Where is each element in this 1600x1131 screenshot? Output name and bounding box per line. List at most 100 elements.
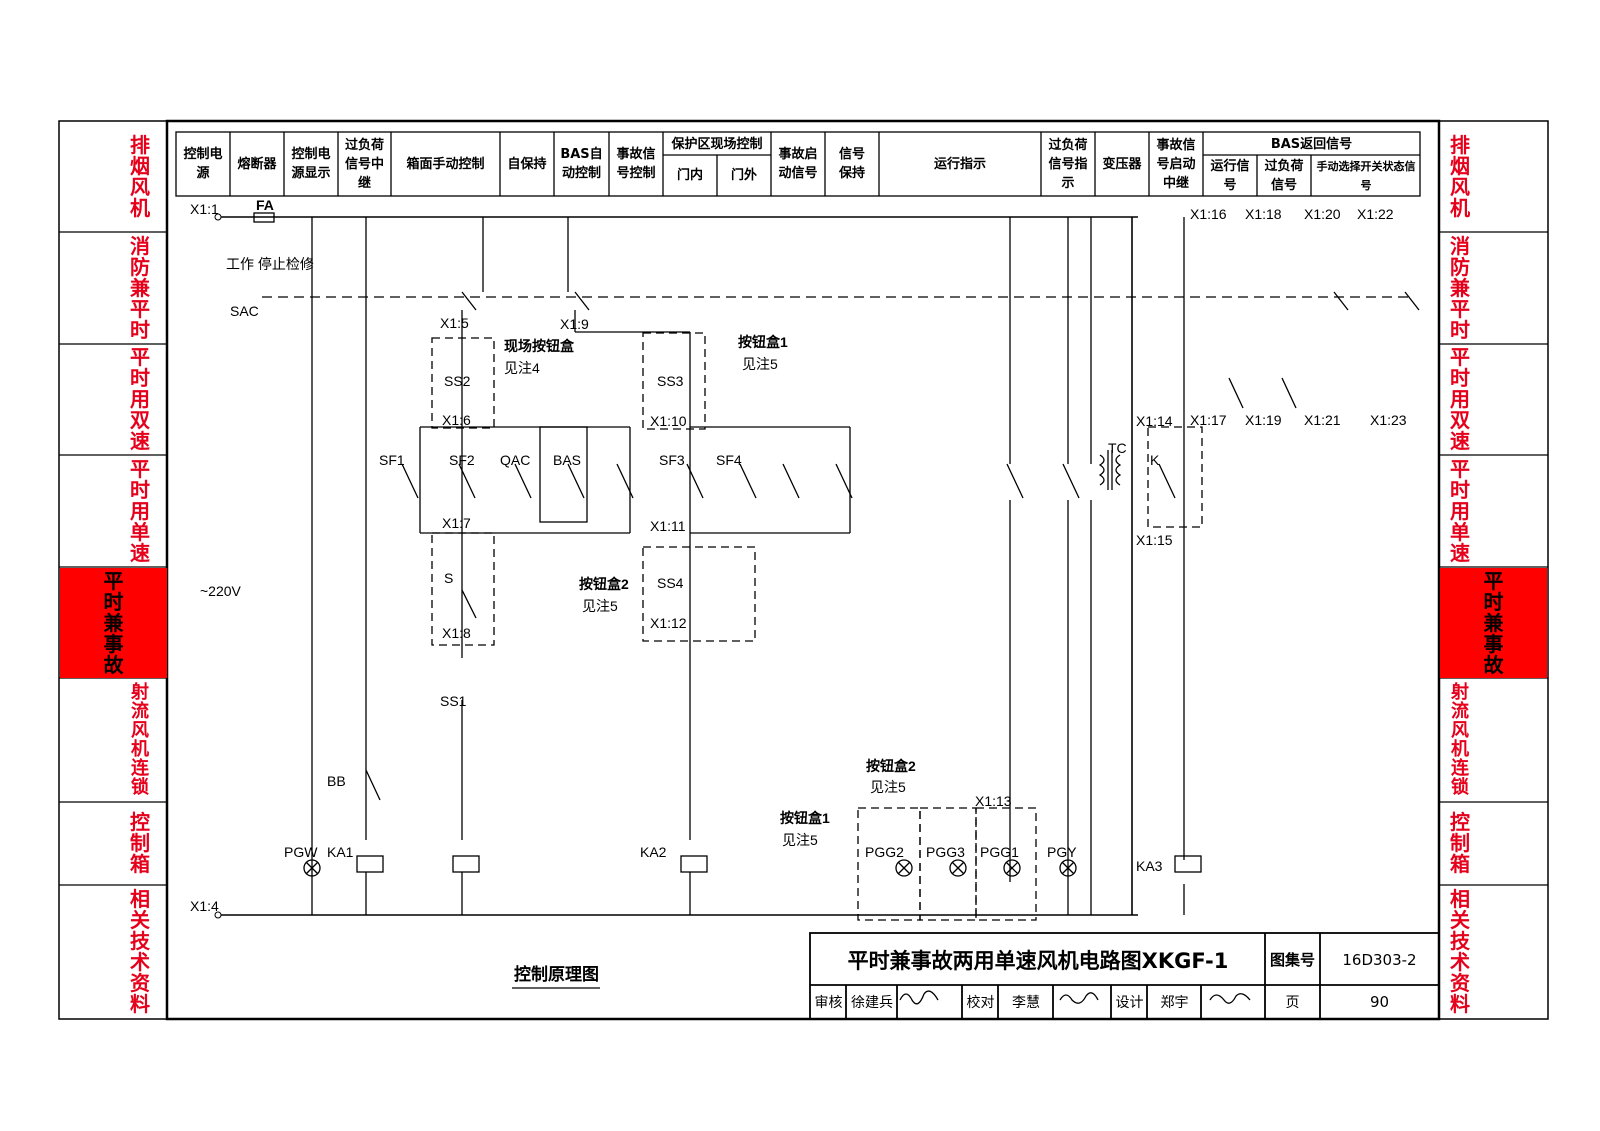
button-box-outlines [431,332,1203,921]
terminal-x1-22: X1:22 [1357,206,1394,222]
terminal-x1-1: X1:1 [190,201,219,217]
tab-label: 平时用双速 [130,345,150,453]
note-box1-bottom: 按钮盒1 [780,810,830,826]
header-text: 门内 [676,168,703,183]
header-text: 运行指示 [933,156,986,172]
contact-symbols [365,291,1420,801]
header-text: 信号保持 [838,147,865,181]
tab-label: 排烟风机 [1450,133,1470,220]
contact-bus [419,331,851,534]
designer-name: 郑宇 [1160,995,1189,1011]
header-col-bas: BAS自动控制 [555,133,608,195]
tab-label: 平时用双速 [1450,345,1470,453]
header-col-run-signal: 运行信号 [1204,156,1256,195]
terminal-x1-21: X1:21 [1304,412,1341,428]
tab-label: 平时兼事故 [1483,568,1504,677]
header-col-selector-state: 手动选择开关状态信号 [1312,156,1420,195]
lamps [303,859,1077,877]
header-col-signal-hold: 信号保持 [826,133,878,195]
note-5-top: 见注5 [742,356,778,372]
header-text: 自保持 [507,156,547,172]
tab-label: 控制箱 [1450,810,1470,876]
header-col-transformer: 变压器 [1096,133,1148,195]
header-col-fault-relay: 事故信号启动中继 [1150,133,1202,195]
terminal-x1-11: X1:11 [650,518,686,534]
switch-positions-label: 工作 停止检修 [226,256,314,272]
tab-label: 相关技术资料 [1450,887,1470,1016]
terminal-x1-8: X1:8 [442,625,471,641]
terminal-x1-15: X1:15 [1136,532,1173,548]
header-col-door-in: 门内 [664,156,716,195]
note-4: 见注4 [504,360,540,376]
tab-label: 平时兼事故 [103,568,124,677]
checker-name: 李慧 [1012,995,1040,1011]
note-box2-bottom: 按钮盒2 [866,758,916,774]
atlas-number: 16D303-2 [1342,950,1417,969]
header-text: 控制电源 [183,147,223,181]
right-tab-2[interactable]: 平时用双速 [1448,345,1472,454]
device-pgy: PGY [1047,844,1077,860]
header-text: 控制电源显示 [291,147,331,181]
note-box1-top: 按钮盒1 [738,334,788,350]
right-tab-7[interactable]: 相关技术资料 [1448,886,1472,1018]
device-bas: BAS [553,452,582,468]
header-col-overload-indicator: 过负荷信号指示 [1042,133,1094,195]
right-tab-5[interactable]: 射流风机连锁 [1448,679,1472,801]
left-tab-5[interactable]: 射流风机连锁 [128,679,152,801]
right-tab-6[interactable]: 控制箱 [1448,803,1472,884]
left-tab-2[interactable]: 平时用双速 [128,345,152,454]
header-group-bas: BAS返回信号 [1204,133,1419,155]
terminal-x1-16: X1:16 [1190,206,1227,222]
left-tab-6[interactable]: 控制箱 [128,803,152,884]
note-site-box: 现场按钮盒 [504,338,574,354]
left-tab-4[interactable]: 平时兼事故 [60,568,167,678]
reviewer-name: 徐建兵 [851,995,893,1011]
right-tab-grid [1439,231,1548,886]
left-tab-3[interactable]: 平时用单速 [128,456,152,566]
rail-top [218,216,1138,916]
header-text: 运行信号 [1210,158,1250,193]
right-tab-1[interactable]: 消防兼平时 [1448,233,1472,343]
supply-voltage-label: ~220V [200,583,241,599]
left-tab-1[interactable]: 消防兼平时 [128,233,152,343]
right-tab-4[interactable]: 平时兼事故 [1440,568,1547,678]
left-tab-grid [59,231,167,886]
drawing-title: 平时兼事故两用单速风机电路图XKGF-1 [847,948,1229,973]
terminal-x1-5: X1:5 [440,315,469,331]
device-tc: TC [1108,440,1127,456]
diagram-caption: 控制原理图 [514,965,599,984]
header-col-overload-relay: 过负荷信号中继 [339,133,390,195]
terminal-x1-17: X1:17 [1190,412,1227,428]
header-text: 变压器 [1102,156,1142,172]
device-s: S [444,570,454,586]
terminal-x1-9: X1:9 [560,316,589,332]
header-col-power-display: 控制电源显示 [285,133,337,195]
device-sf3: SF3 [659,452,685,468]
header-text: 门外 [730,168,757,183]
title-block-grid [809,932,1440,1020]
header-text: 熔断器 [237,156,277,172]
header-col-power: 控制电源 [177,133,229,195]
right-tab-3[interactable]: 平时用单速 [1448,456,1472,566]
header-text: 手动选择开关状态信号 [1316,159,1416,192]
header-text: 过负荷信号指示 [1048,137,1088,191]
branches [311,217,1185,915]
tab-label: 消防兼平时 [1450,233,1470,342]
left-tab-7[interactable]: 相关技术资料 [128,886,152,1018]
header-col-run-indicator: 运行指示 [880,133,1040,195]
page-label: 页 [1285,995,1300,1011]
device-pgg2: PGG2 [865,844,904,860]
device-ss4: SS4 [657,575,684,591]
terminal-x1-18: X1:18 [1245,206,1282,222]
signature-reviewer [899,990,939,1005]
right-tab-0[interactable]: 排烟风机 [1448,123,1472,231]
page-number: 90 [1369,993,1390,1011]
note-5-bottom-a: 见注5 [870,779,906,795]
device-pgg1: PGG1 [980,844,1019,860]
header-text: 箱面手动控制 [406,156,485,172]
terminal-x1-13: X1:13 [975,793,1012,809]
device-qac: QAC [500,452,531,468]
device-pgw: PGW [284,844,318,860]
left-tab-0[interactable]: 排烟风机 [128,123,152,231]
